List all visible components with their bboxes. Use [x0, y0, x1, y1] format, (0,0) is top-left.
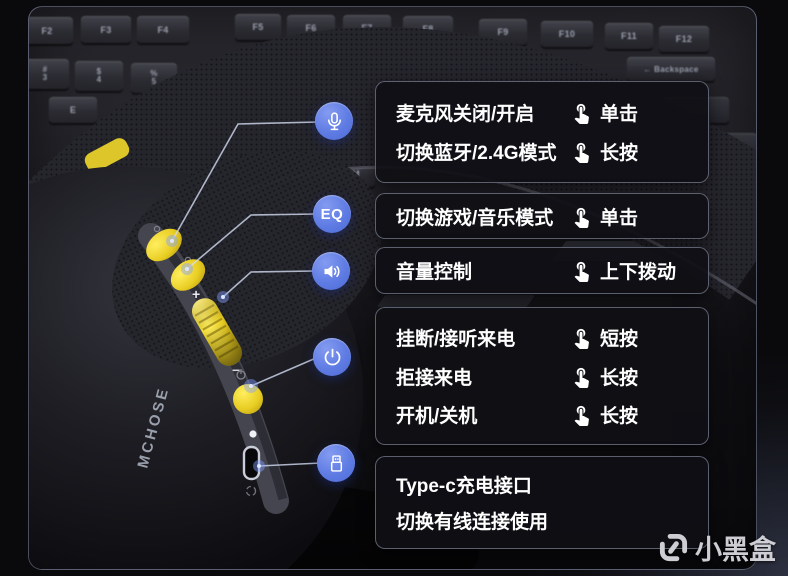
- callout-label: 开机/关机: [396, 405, 478, 427]
- gesture-label: 长按: [600, 405, 639, 427]
- callout-label: 音量控制: [396, 262, 473, 283]
- callout-power: 挂断/接听来电 短按 拒接来电 长按 开机/关机 长按: [375, 307, 709, 445]
- callout-label: 切换游戏/音乐模式: [396, 207, 554, 229]
- gesture-label: 单击: [600, 207, 639, 229]
- led-indicator: [249, 430, 257, 438]
- callout-label: Type-c充电接口: [396, 476, 532, 497]
- tap-gesture-icon: [574, 103, 589, 124]
- callout-label: 挂断/接听来电: [396, 329, 516, 351]
- mic-mute-glyph: [153, 225, 161, 233]
- volume-wheel: [192, 298, 242, 366]
- key-e: E: [49, 97, 97, 123]
- key-f10: F10: [541, 21, 593, 47]
- gesture-label: 单击: [600, 104, 639, 125]
- usb-icon: [317, 444, 355, 482]
- watermark: 小黑盒: [658, 528, 776, 567]
- xiaoheihe-logo-icon: [659, 533, 688, 562]
- tap-gesture-icon: [574, 367, 589, 388]
- gesture-label: 长按: [600, 367, 639, 389]
- callout-typec: Type-c充电接口 切换有线连接使用: [375, 456, 709, 549]
- eq-icon: EQ: [313, 195, 351, 233]
- volume-plus-label: +: [192, 286, 200, 302]
- callout-label: 拒接来电: [396, 367, 473, 389]
- tap-gesture-icon: [574, 142, 589, 163]
- photo-card: F2 F3 F4 F5 F6 F7 F8 F9 F10 F11 F12 ← Ba…: [28, 6, 757, 570]
- key-4: $4: [75, 61, 123, 91]
- power-glyph: [236, 369, 246, 380]
- speaker-icon: [312, 252, 350, 290]
- gesture-label: 短按: [600, 329, 639, 351]
- key-f2: F2: [29, 17, 73, 44]
- key-f5: F5: [235, 14, 281, 40]
- tap-gesture-icon: [574, 405, 589, 426]
- power-button: [233, 384, 263, 414]
- key-3: #3: [29, 59, 69, 89]
- gesture-label: 长按: [600, 143, 639, 164]
- key-f12: F12: [659, 26, 709, 52]
- tap-gesture-icon: [574, 261, 589, 282]
- pairing-glyph: [245, 485, 257, 497]
- key-f11: F11: [605, 23, 653, 49]
- tap-gesture-icon: [574, 329, 589, 350]
- callout-microphone: 麦克风关闭/开启 单击 切换蓝牙/2.4G模式 长按: [375, 81, 709, 183]
- eq-icon-label: EQ: [320, 205, 344, 223]
- gesture-label: 上下拨动: [600, 262, 677, 283]
- key-f3: F3: [81, 16, 131, 43]
- microphone-icon: [315, 102, 353, 140]
- callout-label: 切换有线连接使用: [396, 512, 549, 533]
- type-c-port: [242, 445, 261, 481]
- tap-gesture-icon: [574, 207, 589, 228]
- callout-eq: 切换游戏/音乐模式 单击: [375, 193, 709, 239]
- key-f4: F4: [137, 16, 189, 43]
- callout-volume: 音量控制 上下拨动: [375, 247, 709, 294]
- watermark-label: 小黑盒: [695, 535, 776, 565]
- power-icon: [313, 338, 351, 376]
- key-backspace: ← Backspace: [627, 57, 715, 81]
- callout-label: 切换蓝牙/2.4G模式: [396, 143, 557, 164]
- volume-minus-label: −: [232, 362, 240, 378]
- callout-label: 麦克风关闭/开启: [396, 104, 535, 125]
